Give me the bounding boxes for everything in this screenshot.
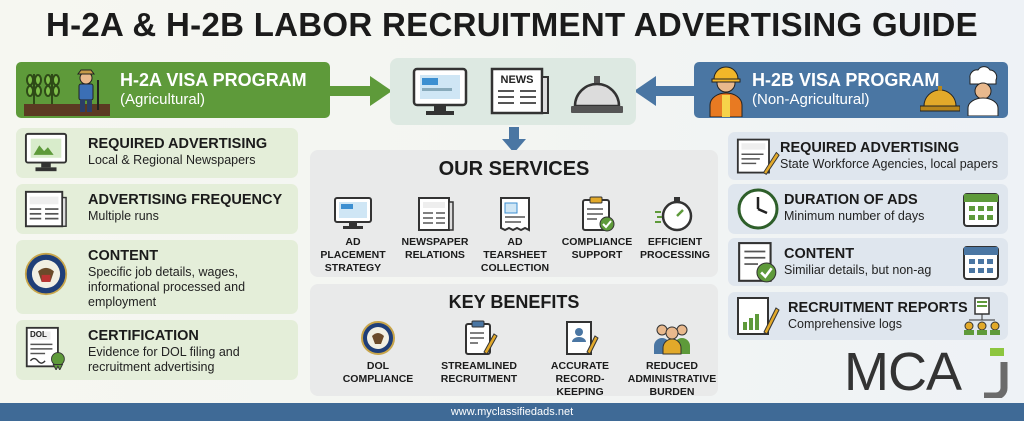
h2b-subtitle: (Non-Agricultural) <box>752 91 870 108</box>
h2b-card-recruitment-reports: RECRUITMENT REPORTS Comprehensive logs <box>728 292 1008 340</box>
arrow-down-icon <box>502 127 526 153</box>
card-description: Comprehensive logs <box>788 317 902 331</box>
calendar-icon <box>963 193 999 227</box>
card-description: Minimum number of days <box>784 209 925 223</box>
certificate-icon <box>25 326 65 370</box>
mca-logo: MCA <box>820 342 1020 402</box>
service-label: AD PLACEMENT STRATEGY <box>320 236 386 274</box>
h2a-card-required-advertising: REQUIRED ADVERTISING Local & Regional Ne… <box>16 128 298 178</box>
clipboard-check-icon <box>582 196 615 232</box>
service-item: NEWSPAPER RELATIONS <box>396 196 474 262</box>
benefit-item: DOL COMPLIANCE <box>338 320 418 386</box>
benefit-item: REDUCED ADMINISTRATIVE BURDEN <box>626 320 718 399</box>
card-description: Local & Regional Newspapers <box>88 153 256 167</box>
benefit-item: STREAMLINED RECRUITMENT <box>434 320 524 386</box>
h2a-banner: H-2A VISA PROGRAM (Agricultural) <box>16 62 330 118</box>
h2b-card-duration: DURATION OF ADS Minimum number of days <box>728 184 1008 234</box>
news-label: NEWS <box>501 74 534 86</box>
logo-text: MCA <box>844 342 962 402</box>
org-chart-icon <box>964 297 1000 335</box>
people-group-icon <box>654 324 690 355</box>
service-label: EFFICIENT PROCESSING <box>639 236 710 261</box>
newspaper-icon <box>24 190 67 228</box>
service-item: AD PLACEMENT STRATEGY <box>314 196 392 275</box>
card-heading: REQUIRED ADVERTISING <box>780 140 960 156</box>
service-bell-icon <box>571 76 623 113</box>
benefit-label: ACCURATE RECORD-KEEPING <box>550 360 610 398</box>
card-heading: REQUIRED ADVERTISING <box>88 136 268 152</box>
certificate-label: DOL <box>30 330 47 339</box>
card-heading: CONTENT <box>88 248 159 264</box>
services-heading: OUR SERVICES <box>438 158 590 180</box>
card-description: State Workforce Agencies, local papers <box>780 157 998 171</box>
card-description: Specific job details, wages, information… <box>88 265 246 309</box>
newspaper-pen-icon <box>736 138 780 176</box>
monitor-icon <box>24 132 68 172</box>
card-description: Multiple runs <box>88 209 159 223</box>
clipboard-pen-icon <box>465 320 498 355</box>
arrow-right-icon <box>330 76 392 106</box>
service-label: COMPLIANCE SUPPORT <box>561 236 633 261</box>
construction-worker-icon <box>709 66 743 117</box>
service-label: AD TEARSHEET COLLECTION <box>480 236 550 274</box>
card-description: Evidence for DOL filing and recruitment … <box>88 345 240 374</box>
benefits-heading: KEY BENEFITS <box>448 292 580 312</box>
service-item: COMPLIANCE SUPPORT <box>558 196 636 262</box>
service-label: NEWSPAPER RELATIONS <box>401 236 469 261</box>
h2a-subtitle: (Agricultural) <box>120 91 206 108</box>
monitor-icon <box>412 67 468 115</box>
document-person-icon <box>566 321 599 355</box>
benefit-item: ACCURATE RECORD-KEEPING <box>532 320 628 399</box>
farm-worker-icon <box>24 69 110 116</box>
benefit-label: REDUCED ADMINISTRATIVE BURDEN <box>627 360 717 398</box>
card-heading: CERTIFICATION <box>88 328 199 344</box>
h2a-card-frequency: ADVERTISING FREQUENCY Multiple runs <box>16 184 298 234</box>
tearsheet-icon <box>500 197 530 232</box>
arrow-left-icon <box>634 76 696 106</box>
service-item: AD TEARSHEET COLLECTION <box>476 196 554 275</box>
services-panel: OUR SERVICES AD PLACEMENT STRATEGY NEWSP… <box>310 150 718 277</box>
card-heading: DURATION OF ADS <box>784 192 918 208</box>
footer-url[interactable]: www.myclassifiedads.net <box>450 406 574 418</box>
center-icon-box: NEWS <box>390 58 636 125</box>
page-title: H-2A & H-2B LABOR RECRUITMENT ADVERTISIN… <box>45 6 978 43</box>
service-item: EFFICIENT PROCESSING <box>636 196 714 262</box>
report-icon <box>737 297 780 335</box>
h2a-title: H-2A VISA PROGRAM <box>120 70 307 90</box>
card-description: Similiar details, but non-ag <box>784 263 932 277</box>
clock-icon <box>737 188 779 230</box>
logo-mark-icon <box>984 348 1008 398</box>
chef-icon <box>967 66 999 116</box>
stopwatch-icon <box>655 197 693 232</box>
dol-seal-icon <box>361 321 395 355</box>
calendar-icon <box>963 246 999 280</box>
benefit-label: STREAMLINED RECRUITMENT <box>440 360 518 385</box>
dol-seal-icon <box>24 252 68 296</box>
h2a-card-content: CONTENT Specific job details, wages, inf… <box>16 240 298 314</box>
newspaper-icon <box>418 197 454 231</box>
benefit-label: DOL COMPLIANCE <box>342 360 414 385</box>
footer-bar: www.myclassifiedads.net <box>0 403 1024 421</box>
card-heading: RECRUITMENT REPORTS <box>788 300 968 316</box>
monitor-icon <box>334 197 372 229</box>
benefits-panel: KEY BENEFITS DOL COMPLIANCE STREAMLINED … <box>310 284 718 399</box>
h2a-card-certification: CERTIFICATION Evidence for DOL filing an… <box>16 320 298 380</box>
card-heading: ADVERTISING FREQUENCY <box>88 192 283 208</box>
h2b-title: H-2B VISA PROGRAM <box>752 70 940 90</box>
h2b-card-content: CONTENT Similiar details, but non-ag <box>728 238 1008 286</box>
card-heading: CONTENT <box>784 246 855 262</box>
h2b-banner: H-2B VISA PROGRAM (Non-Agricultural) <box>694 62 1008 118</box>
checklist-icon <box>738 242 777 283</box>
h2b-card-required-advertising: REQUIRED ADVERTISING State Workforce Age… <box>728 132 1008 180</box>
newspaper-icon: NEWS <box>490 67 549 115</box>
service-bell-icon <box>920 86 960 112</box>
